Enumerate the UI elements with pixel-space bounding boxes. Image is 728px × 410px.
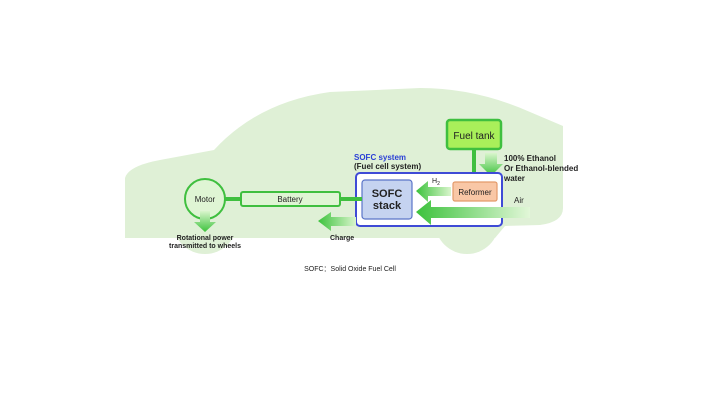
sofc-system-title: SOFC system (354, 153, 406, 162)
charge-arrow (318, 212, 356, 231)
fuel-tank-label: Fuel tank (453, 131, 495, 142)
rotational-line-1: Rotational power (177, 235, 234, 242)
h2-label: H2 (432, 178, 440, 187)
air-label: Air (514, 196, 524, 205)
rotational-line-2: transmitted to wheels (169, 243, 241, 250)
sofc-stack: SOFC stack (361, 179, 413, 220)
reformer-label: Reformer (458, 188, 492, 197)
fuel-pipe (472, 149, 476, 183)
h2-arrow (416, 181, 451, 202)
fuel-down-arrow (479, 153, 503, 176)
car-silhouette (125, 88, 563, 254)
air-arrow (416, 200, 530, 225)
sofc-stack-label-2: stack (373, 200, 402, 212)
reformer: Reformer (452, 181, 498, 202)
motor-label: Motor (195, 195, 216, 204)
battery: Battery (240, 191, 341, 207)
motor-battery-line (225, 197, 241, 201)
fuel-tank: Fuel tank (445, 118, 503, 151)
fuel-line-1: 100% Ethanol (504, 154, 556, 163)
battery-label: Battery (277, 195, 302, 204)
battery-box (240, 191, 341, 207)
reformer-box (452, 181, 498, 202)
charge-label: Charge (330, 235, 354, 242)
battery-stack-line (340, 197, 362, 201)
motor-down-arrow (194, 211, 216, 232)
footnote: SOFC：Solid Oxide Fuel Cell (304, 266, 396, 273)
fuel-cell-system-label: (Fuel cell system) (354, 162, 421, 171)
fuel-line-3: water (503, 174, 525, 183)
sofc-stack-label-1: SOFC (372, 188, 403, 200)
fuel-line-2: Or Ethanol-blended (504, 164, 578, 173)
